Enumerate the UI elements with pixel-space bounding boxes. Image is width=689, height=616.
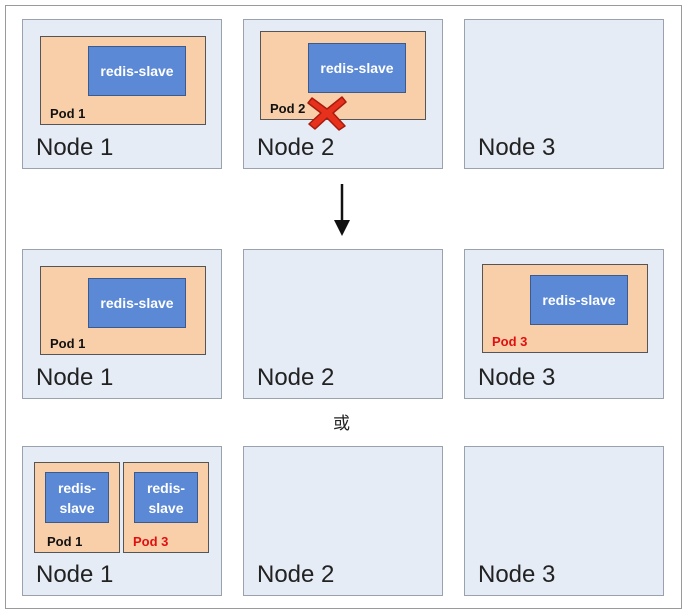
row3-node1-pod1-container: redis-slave	[45, 472, 109, 523]
row3-node1-pod1: redis-slave Pod 1	[34, 462, 120, 553]
row3-node1-label: Node 1	[36, 561, 114, 588]
row2-node3: redis-slave Pod 3 Node 3	[464, 249, 664, 399]
row1-node2-label: Node 2	[257, 134, 335, 161]
row3-node1-pod2: redis-slave Pod 3	[123, 462, 209, 553]
row1-node2: redis-slave Pod 2 Node 2	[243, 19, 443, 169]
row3-node2-label: Node 2	[257, 561, 335, 588]
row1-node3: Node 3	[464, 19, 664, 169]
row2-node1-pod: redis-slave Pod 1	[40, 266, 206, 355]
row1-node1: redis-slave Pod 1 Node 1	[22, 19, 222, 169]
row2-node1-label: Node 1	[36, 364, 114, 391]
row1-node1-pod-label: Pod 1	[50, 106, 86, 121]
row1-node2-pod: redis-slave Pod 2	[260, 31, 426, 120]
row1-node3-label: Node 3	[478, 134, 556, 161]
row2-node1-pod-label: Pod 1	[50, 336, 86, 351]
row3-node1-pod2-container: redis-slave	[134, 472, 198, 523]
row3-node1-pod2-label: Pod 3	[133, 534, 169, 549]
row2-node3-container: redis-slave	[530, 275, 628, 325]
row3-node1: redis-slave Pod 1 redis-slave Pod 3 Node…	[22, 446, 222, 596]
row1-node2-pod-label: Pod 2	[270, 101, 306, 116]
row2-node3-label: Node 3	[478, 364, 556, 391]
row2-node3-pod-label: Pod 3	[492, 334, 528, 349]
row2-node1: redis-slave Pod 1 Node 1	[22, 249, 222, 399]
or-separator: 或	[333, 414, 350, 434]
cross-icon	[307, 96, 347, 131]
row2-node3-pod: redis-slave Pod 3	[482, 264, 648, 353]
row3-node3-label: Node 3	[478, 561, 556, 588]
row1-node2-container: redis-slave	[308, 43, 406, 93]
row1-node1-label: Node 1	[36, 134, 114, 161]
row2-node2: Node 2	[243, 249, 443, 399]
row3-node2: Node 2	[243, 446, 443, 596]
row3-node3: Node 3	[464, 446, 664, 596]
row1-node1-container: redis-slave	[88, 46, 186, 96]
row1-node1-pod: redis-slave Pod 1	[40, 36, 206, 125]
row3-node1-pod1-label: Pod 1	[47, 534, 83, 549]
arrow-down-icon	[334, 184, 350, 236]
row2-node1-container: redis-slave	[88, 278, 186, 328]
row2-node2-label: Node 2	[257, 364, 335, 391]
